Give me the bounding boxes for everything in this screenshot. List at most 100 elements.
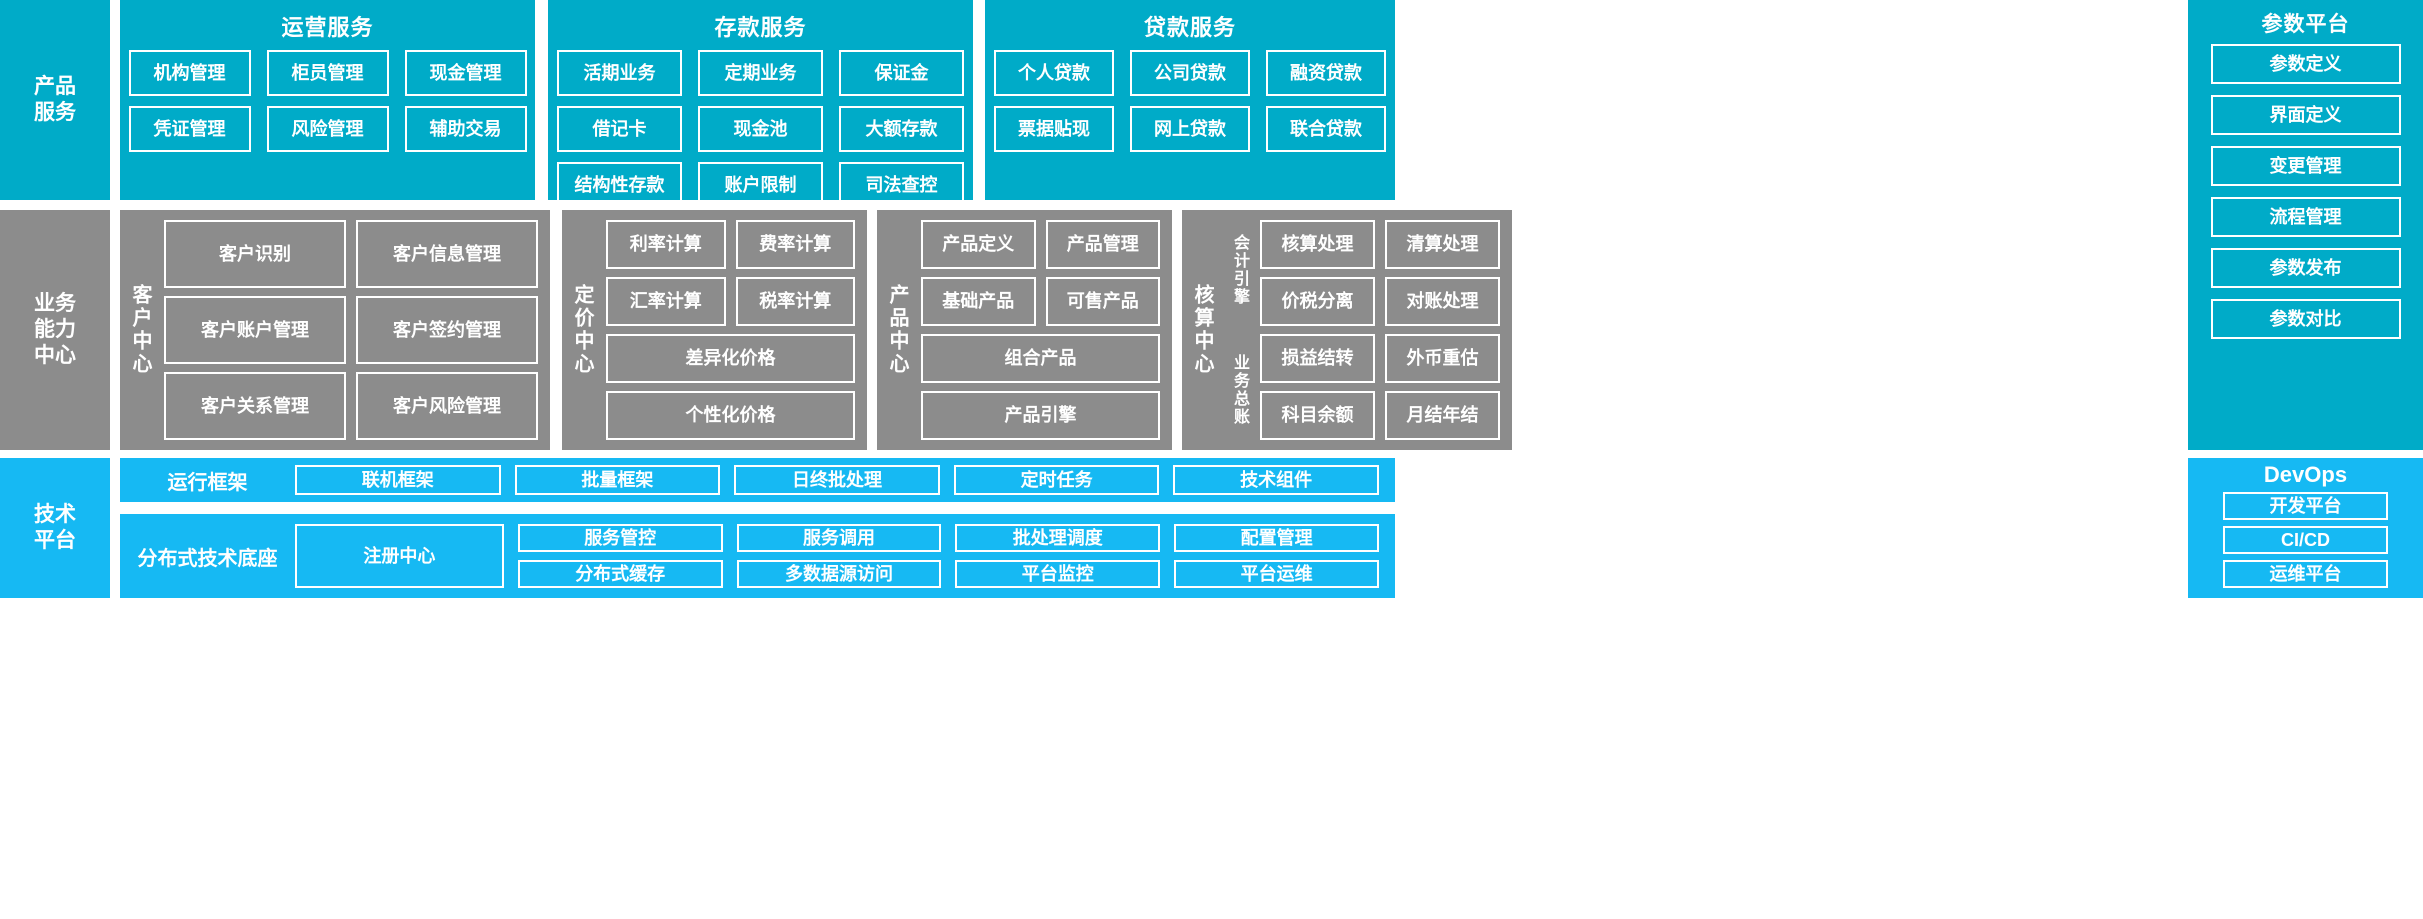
capability-cell[interactable]: 价税分离 (1260, 277, 1375, 326)
devops-cell[interactable]: 运维平台 (2223, 560, 2388, 588)
devops-cell[interactable]: 开发平台 (2223, 492, 2388, 520)
tech-cell[interactable]: 配置管理 (1174, 524, 1379, 552)
capability-cell[interactable]: 基础产品 (921, 277, 1036, 326)
capability-cell[interactable]: 客户签约管理 (356, 296, 538, 364)
tech-cell[interactable]: 日终批处理 (734, 465, 940, 495)
tech-cell[interactable]: 分布式缓存 (517, 560, 723, 588)
tech-cell[interactable]: 多数据源访问 (736, 560, 942, 588)
operation-services-grid: 机构管理 柜员管理 现金管理 凭证管理 风险管理 辅助交易 (128, 50, 527, 152)
runtime-framework-items: 联机框架 批量框架 日终批处理 定时任务 技术组件 (295, 465, 1395, 495)
loan-services-group: 贷款服务 个人贷款 公司贷款 融资贷款 票据贴现 网上贷款 联合贷款 (985, 0, 1395, 200)
service-cell[interactable]: 辅助交易 (404, 106, 527, 152)
business-capability-side-label: 业务能力中心 (0, 210, 110, 450)
service-cell[interactable]: 风险管理 (266, 106, 389, 152)
service-cell[interactable]: 票据贴现 (994, 106, 1114, 152)
tech-cell[interactable]: 平台运维 (1174, 560, 1379, 588)
capability-cell[interactable]: 对账处理 (1385, 277, 1500, 326)
tech-cell[interactable]: 联机框架 (295, 465, 501, 495)
capability-cell[interactable]: 个性化价格 (606, 391, 855, 440)
service-cell[interactable]: 联合贷款 (1266, 106, 1386, 152)
pricing-center-label: 定价中心 (571, 284, 593, 376)
parameter-platform-title: 参数平台 (2261, 13, 2350, 36)
service-cell[interactable]: 融资贷款 (1266, 50, 1386, 96)
tech-cell[interactable]: 批处理调度 (955, 524, 1161, 552)
service-cell[interactable]: 凭证管理 (128, 106, 251, 152)
tech-cell[interactable]: 服务管控 (517, 524, 723, 552)
tech-cell[interactable]: 服务调用 (736, 524, 942, 552)
service-cell[interactable]: 活期业务 (557, 50, 682, 96)
accounting-sublabels: 会计引擎 业务总账 (1222, 210, 1256, 450)
runtime-framework-label: 运行框架 (167, 471, 248, 494)
capability-cell[interactable]: 客户识别 (164, 220, 346, 288)
tech-cell[interactable]: 平台监控 (955, 560, 1161, 588)
base-column: 配置管理 平台运维 (1174, 524, 1379, 588)
operation-services-group: 运营服务 机构管理 柜员管理 现金管理 凭证管理 风险管理 辅助交易 (120, 0, 535, 200)
business-capability-row: 业务能力中心 客户中心 客户识别 客户信息管理 客户账户管理 客户签约管理 客户… (0, 210, 2423, 450)
service-cell[interactable]: 司法查控 (839, 162, 964, 208)
registry-center-cell[interactable]: 注册中心 (295, 524, 504, 588)
deposit-services-grid: 活期业务 定期业务 保证金 借记卡 现金池 大额存款 结构性存款 账户限制 司法… (557, 50, 964, 208)
devops-cell[interactable]: CI/CD (2223, 526, 2388, 554)
pricing-center: 定价中心 利率计算 费率计算 汇率计算 税率计算 差异化价格 个性化价格 (562, 210, 867, 450)
service-cell[interactable]: 公司贷款 (1130, 50, 1250, 96)
capability-cell[interactable]: 客户账户管理 (164, 296, 346, 364)
capability-cell[interactable]: 客户关系管理 (164, 372, 346, 440)
capability-cell[interactable]: 费率计算 (735, 220, 855, 269)
customer-center-grid: 客户识别 客户信息管理 客户账户管理 客户签约管理 客户关系管理 客户风险管理 (160, 210, 550, 450)
capability-cell[interactable]: 汇率计算 (606, 277, 726, 326)
customer-center: 客户中心 客户识别 客户信息管理 客户账户管理 客户签约管理 客户关系管理 客户… (120, 210, 550, 450)
capability-cell[interactable]: 清算处理 (1385, 220, 1500, 269)
capability-cell[interactable]: 产品引擎 (921, 391, 1160, 440)
product-center-grid: 产品定义 产品管理 基础产品 可售产品 组合产品 产品引擎 (917, 210, 1172, 450)
accounting-center-grid: 核算处理 清算处理 价税分离 对账处理 损益结转 外币重估 科目余额 月结年结 (1256, 210, 1512, 450)
service-cell[interactable]: 现金管理 (404, 50, 527, 96)
technical-platform-row: 技术平台 运行框架 联机框架 批量框架 日终批处理 定时任务 技术组件 分布式技… (0, 458, 2423, 919)
service-cell[interactable]: 网上贷款 (1130, 106, 1250, 152)
capability-cell[interactable]: 客户风险管理 (356, 372, 538, 440)
devops-platform: DevOps 开发平台 CI/CD 运维平台 (2188, 458, 2423, 598)
tech-cell[interactable]: 定时任务 (953, 465, 1160, 495)
tech-cell[interactable]: 批量框架 (514, 465, 721, 495)
service-cell[interactable]: 结构性存款 (557, 162, 682, 208)
tech-cell[interactable]: 技术组件 (1173, 465, 1379, 495)
capability-cell[interactable]: 月结年结 (1385, 391, 1500, 440)
parameter-cell[interactable]: 参数定义 (2210, 44, 2401, 84)
operation-services-title: 运营服务 (281, 15, 374, 40)
capability-cell[interactable]: 客户信息管理 (356, 220, 538, 288)
service-cell[interactable]: 借记卡 (557, 106, 682, 152)
capability-cell[interactable]: 利率计算 (606, 220, 726, 269)
service-cell[interactable]: 个人贷款 (994, 50, 1114, 96)
capability-cell[interactable]: 差异化价格 (606, 334, 855, 383)
capability-cell[interactable]: 损益结转 (1260, 334, 1375, 383)
capability-cell[interactable]: 组合产品 (921, 334, 1160, 383)
service-cell[interactable]: 保证金 (839, 50, 964, 96)
capability-cell[interactable]: 可售产品 (1045, 277, 1160, 326)
service-cell[interactable]: 现金池 (698, 106, 823, 152)
accounting-center-body: 会计引擎 业务总账 核算处理 清算处理 价税分离 对账处理 损益结转 外币重估 … (1222, 210, 1512, 450)
distributed-base-band: 分布式技术底座 注册中心 服务管控 分布式缓存 服务调用 多数据源访问 批处理调… (120, 514, 1395, 598)
capability-cell[interactable]: 产品定义 (921, 220, 1036, 269)
service-cell[interactable]: 机构管理 (128, 50, 251, 96)
parameter-cell[interactable]: 参数对比 (2210, 299, 2401, 339)
capability-cell[interactable]: 核算处理 (1260, 220, 1375, 269)
service-cell[interactable]: 大额存款 (839, 106, 964, 152)
accounting-center-label: 核算中心 (1191, 284, 1213, 376)
service-cell[interactable]: 账户限制 (698, 162, 823, 208)
parameter-cell[interactable]: 参数发布 (2210, 248, 2401, 288)
parameter-cell[interactable]: 界面定义 (2210, 95, 2401, 135)
service-cell[interactable]: 柜员管理 (266, 50, 389, 96)
parameter-cell[interactable]: 流程管理 (2210, 197, 2401, 237)
product-center: 产品中心 产品定义 产品管理 基础产品 可售产品 组合产品 产品引擎 (877, 210, 1172, 450)
general-ledger-label: 业务总账 (1231, 354, 1248, 426)
service-cell[interactable]: 定期业务 (698, 50, 823, 96)
technical-platform-side-label: 技术平台 (0, 458, 110, 598)
base-column: 服务管控 分布式缓存 (517, 524, 723, 588)
capability-cell[interactable]: 科目余额 (1260, 391, 1375, 440)
deposit-services-group: 存款服务 活期业务 定期业务 保证金 借记卡 现金池 大额存款 结构性存款 账户… (548, 0, 973, 208)
capability-cell[interactable]: 产品管理 (1045, 220, 1160, 269)
capability-cell[interactable]: 税率计算 (735, 277, 855, 326)
parameter-cell[interactable]: 变更管理 (2210, 146, 2401, 186)
capability-cell[interactable]: 外币重估 (1385, 334, 1500, 383)
accounting-engine-label: 会计引擎 (1231, 234, 1248, 306)
pricing-center-grid: 利率计算 费率计算 汇率计算 税率计算 差异化价格 个性化价格 (602, 210, 867, 450)
